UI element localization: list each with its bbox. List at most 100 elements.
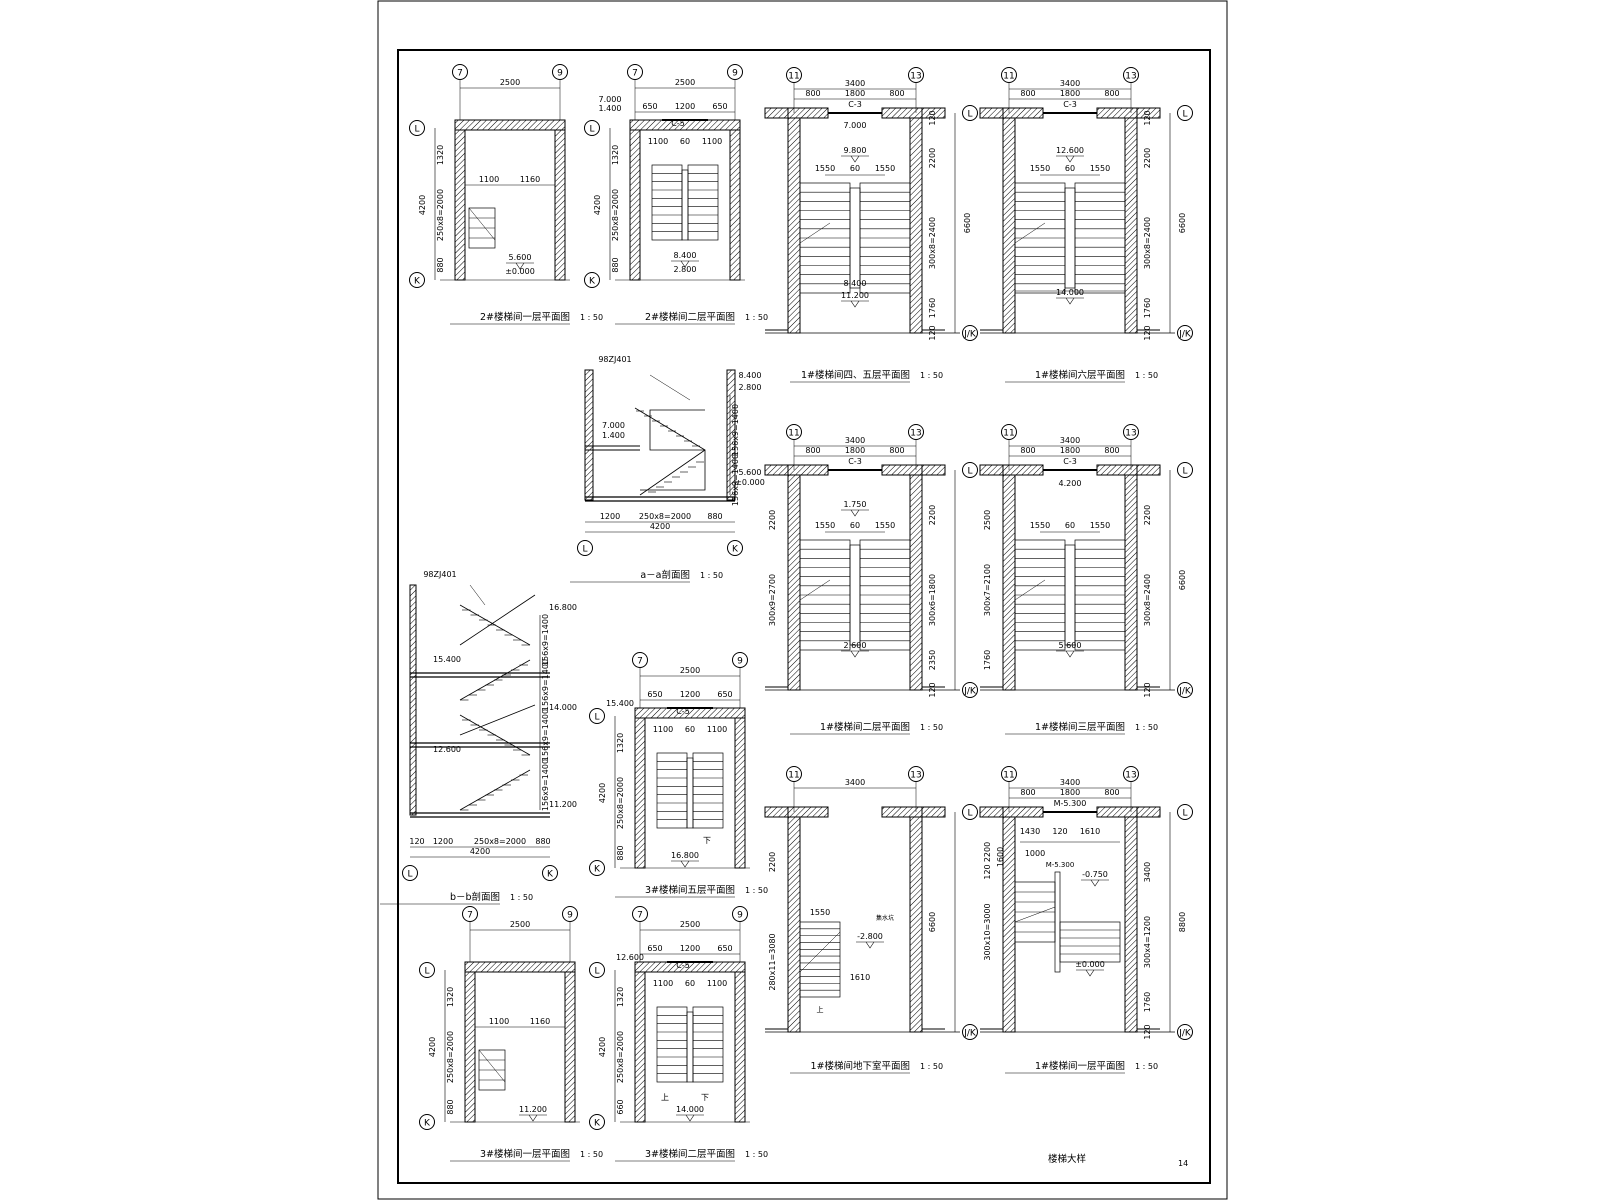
panel-title: 2#楼梯间二层平面图 xyxy=(645,311,735,323)
elevation-label: 11.200 xyxy=(549,800,577,809)
dimension-label: 1760 xyxy=(1143,992,1152,1012)
dimension-label: 1550 xyxy=(1030,164,1050,173)
dimension-label: C-3 xyxy=(848,100,862,109)
panel-title: 1#楼梯间二层平面图 xyxy=(820,721,910,733)
dimension-label: 2500 xyxy=(983,510,992,530)
handrail-well xyxy=(686,757,694,829)
dimension-label: 120 xyxy=(1052,827,1067,836)
elevation-label: ±0.000 xyxy=(505,267,535,276)
dimension-label: 2200 xyxy=(928,505,937,525)
dimension-label: 650 xyxy=(717,690,732,699)
dimension-label: 60 xyxy=(850,521,860,530)
dimension-label: 2500 xyxy=(680,666,700,675)
grid-axis-label: L xyxy=(594,713,599,723)
panel-scale: 1 : 50 xyxy=(1135,1062,1158,1071)
dimension-label: 300x6=1800 xyxy=(928,574,937,626)
wall xyxy=(787,811,801,1033)
grid-axis-bubble xyxy=(786,766,802,782)
elevation-marker xyxy=(1065,155,1075,163)
dimension-label: 3400 xyxy=(1060,778,1080,787)
grid-axis-label: J/K xyxy=(963,330,977,340)
dimension-label: 800 xyxy=(805,89,820,98)
dimension-label: 120 xyxy=(983,864,992,879)
dimension-label: 1550 xyxy=(1030,521,1050,530)
panel-title: 3#楼梯间二层平面图 xyxy=(645,1148,735,1160)
handrail-well xyxy=(849,544,861,646)
wall xyxy=(409,584,417,816)
elevation-label: 5.600 xyxy=(1059,641,1082,650)
wall xyxy=(1124,112,1138,334)
dimension-label: 2500 xyxy=(500,78,520,87)
dimension-label: 250x8=2000 xyxy=(446,1031,455,1083)
wall xyxy=(464,961,576,973)
elevation-label: -0.750 xyxy=(1082,870,1108,879)
break-line xyxy=(799,931,841,973)
elevation-marker xyxy=(850,155,860,163)
elevation-label: 1.400 xyxy=(602,431,625,440)
dimension-label: 6600 xyxy=(928,912,937,932)
dimension-label: 1160 xyxy=(520,175,540,184)
dimension-label: 2500 xyxy=(675,78,695,87)
dimension-label: 1100 xyxy=(489,1017,509,1026)
dimension-label: 2200 xyxy=(928,148,937,168)
grid-axis-label: J/K xyxy=(1178,330,1192,340)
dimension-label: 650 xyxy=(712,102,727,111)
elevation-marker xyxy=(528,1114,538,1122)
dimension-label: 1800 xyxy=(845,446,865,455)
elevation-label: -2.800 xyxy=(857,932,883,941)
elevation-label: 12.600 xyxy=(1056,146,1084,155)
dimension-label: 4200 xyxy=(593,195,602,215)
dimension-label: 1550 xyxy=(875,164,895,173)
grid-axis-label: L xyxy=(967,110,972,120)
grid-axis-bubble xyxy=(402,865,418,881)
dimension-label: 1550 xyxy=(1090,521,1110,530)
stair-direction: 下 xyxy=(701,1093,709,1102)
dimension-label: 156x9=1400 xyxy=(541,709,550,761)
dimension-label: 60 xyxy=(1065,164,1075,173)
dimension-label: 1760 xyxy=(928,298,937,318)
panel-title: 3#楼梯间一层平面图 xyxy=(480,1148,570,1160)
dimension-label: 650 xyxy=(647,690,662,699)
dimension-label: 1200 xyxy=(675,102,695,111)
wall xyxy=(921,806,946,818)
elevation-marker xyxy=(1065,297,1075,305)
elevation-marker xyxy=(515,262,525,270)
elevation-label: 16.800 xyxy=(671,851,699,860)
dimension-label: 3400 xyxy=(1143,862,1152,882)
grid-axis-bubble xyxy=(632,906,648,922)
page-number: 14 xyxy=(1178,1159,1188,1168)
grid-axis-label: K xyxy=(594,1119,601,1129)
elevation-label: 4.200 xyxy=(1059,479,1082,488)
grid-axis-label: K xyxy=(589,277,596,287)
dimension-label: 4200 xyxy=(428,1037,437,1057)
elevation-label: 8.400 xyxy=(674,251,697,260)
wall xyxy=(979,107,1004,119)
dimension-label: 250x8=2000 xyxy=(436,189,445,241)
dimension-label: 1100 xyxy=(479,175,499,184)
elevation-label: 5.600 xyxy=(509,253,532,262)
dimension-label: 1800 xyxy=(1060,788,1080,797)
dimension-label: 120 xyxy=(1143,682,1152,697)
grid-axis-label: J/K xyxy=(1178,687,1192,697)
grid-axis-label: J/K xyxy=(963,687,977,697)
outer-border xyxy=(377,0,1228,1200)
handrail-well xyxy=(1054,871,1061,973)
dimension-label: 300x8=2400 xyxy=(1143,217,1152,269)
panel-title: 1#楼梯间一层平面图 xyxy=(1035,1060,1125,1072)
dimension-label: 1100 xyxy=(653,979,673,988)
dimension-label: 660 xyxy=(616,1099,625,1114)
panel-scale: 1 : 50 xyxy=(580,313,603,322)
wall xyxy=(787,806,829,818)
sheet-title: 楼梯大样 xyxy=(1048,1153,1086,1165)
grid-axis-bubble xyxy=(409,272,425,288)
dimension-label: 156x9=1400 xyxy=(541,614,550,666)
dimension-label: 2200 xyxy=(1143,148,1152,168)
grid-axis-label: 11 xyxy=(788,771,799,781)
grid-axis-label: 7 xyxy=(457,69,463,79)
grid-axis-bubble xyxy=(627,64,643,80)
dimension-label: 300x4=1200 xyxy=(1143,916,1152,968)
dimension-label: 1200 xyxy=(680,944,700,953)
